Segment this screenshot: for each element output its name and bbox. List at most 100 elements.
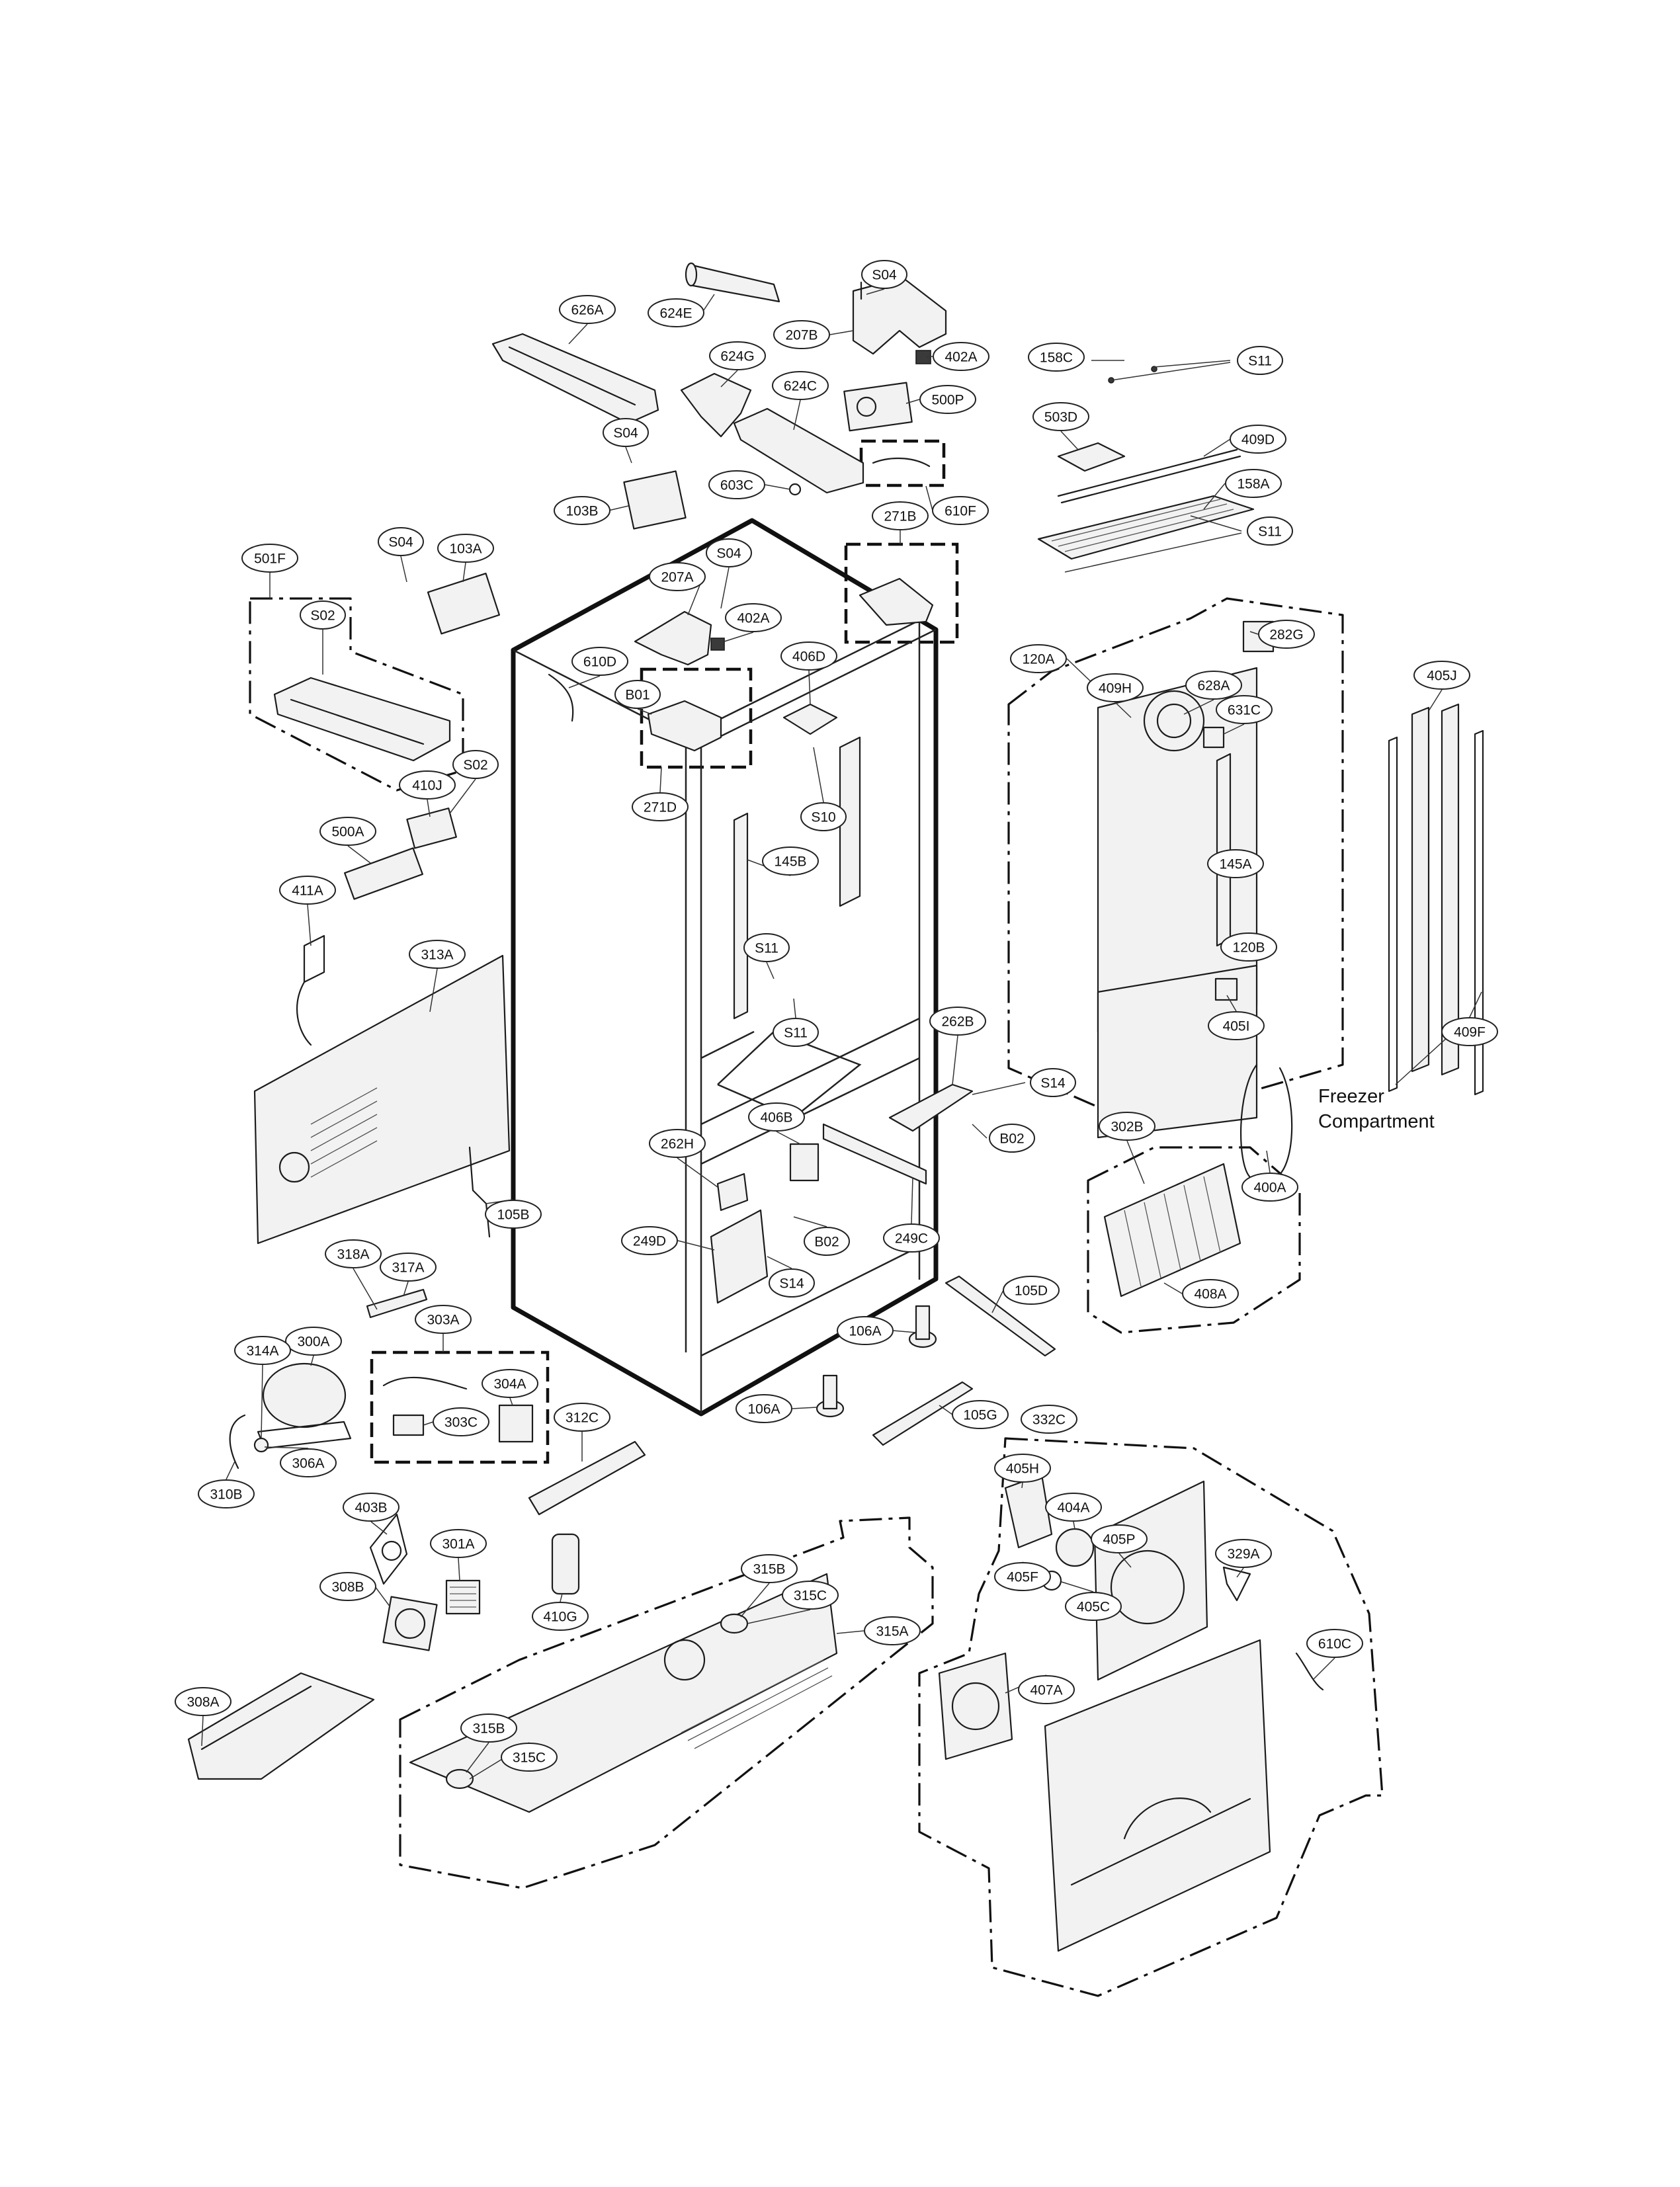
- callout-bubble: [952, 1400, 1009, 1429]
- callout-409d: 409D: [1230, 425, 1286, 454]
- callout-text: S04: [716, 546, 741, 561]
- callout-bubble: [800, 802, 847, 831]
- part-103a: [427, 572, 500, 635]
- callout-120b: 120B: [1220, 932, 1277, 962]
- callout-bubble: [748, 1102, 805, 1132]
- callout-bubble: [1099, 1112, 1155, 1141]
- callout-bubble: [1413, 661, 1470, 690]
- callout-text: 405F: [1007, 1570, 1038, 1585]
- callout-text: 105B: [497, 1208, 529, 1223]
- part-158a: [1037, 495, 1255, 560]
- callout-329a: 329A: [1215, 1539, 1272, 1568]
- callout-bubble: [1028, 343, 1085, 372]
- callout-text: 404A: [1057, 1501, 1089, 1516]
- callout-bubble: [614, 680, 661, 709]
- part-262h: [716, 1173, 749, 1212]
- callout-s11: S11: [743, 933, 790, 962]
- callout-bubble: [772, 371, 829, 400]
- callout-158a: 158A: [1225, 469, 1282, 498]
- callout-bubble: [883, 1223, 940, 1253]
- callout-text: 329A: [1227, 1547, 1259, 1562]
- part-313a: [253, 954, 511, 1245]
- callout-bubble: [1032, 402, 1089, 431]
- callout-bubble: [532, 1602, 589, 1631]
- callout-410j: 410J: [399, 770, 456, 800]
- callout-406b: 406B: [748, 1102, 805, 1132]
- callout-text: 304A: [493, 1377, 526, 1392]
- callout-bubble: [773, 320, 830, 349]
- part-624e: [688, 263, 780, 303]
- callout-text: S11: [784, 1026, 808, 1041]
- callout-bubble: [1237, 346, 1283, 375]
- parts: [187, 262, 1484, 1952]
- callout-158c: 158C: [1028, 343, 1085, 372]
- callout-s04: S04: [603, 418, 649, 447]
- caption-compartment: Compartment: [1318, 1111, 1435, 1132]
- callout-bubble: [554, 496, 610, 525]
- part-249d: [710, 1209, 769, 1304]
- part-500a: [344, 847, 423, 900]
- part-207a: [634, 610, 712, 666]
- callout-bubble: [933, 342, 989, 371]
- callout-text: 408A: [1194, 1287, 1226, 1302]
- callout-text: 315B: [753, 1562, 785, 1577]
- callout-306a: 306A: [280, 1448, 337, 1477]
- callout-402a: 402A: [725, 603, 782, 632]
- part-500p: [843, 382, 913, 432]
- callout-262h: 262H: [649, 1129, 706, 1158]
- group-315a: [399, 1516, 934, 1889]
- callout-315c: 315C: [782, 1581, 839, 1610]
- callout-bubble: [735, 1394, 792, 1423]
- callout-text: 407A: [1030, 1683, 1062, 1698]
- callout-249c: 249C: [883, 1223, 940, 1253]
- callout-b02: B02: [804, 1227, 850, 1256]
- group-303a: [370, 1350, 550, 1464]
- callout-bubble: [773, 1018, 819, 1047]
- callout-text: 120A: [1022, 652, 1054, 667]
- callout-bubble: [1185, 671, 1242, 700]
- callout-bubble: [1306, 1629, 1363, 1658]
- part-501f: [273, 677, 451, 762]
- callout-text: 610D: [583, 655, 616, 670]
- callout-text: 120B: [1232, 940, 1265, 956]
- leader-lines: [201, 288, 1482, 1780]
- callout-145b: 145B: [762, 846, 819, 876]
- callout-bubble: [285, 1327, 342, 1356]
- callout-312c: 312C: [554, 1403, 610, 1432]
- callout-207a: 207A: [649, 562, 706, 591]
- callout-103a: 103A: [437, 534, 494, 563]
- part-403b: [369, 1513, 408, 1585]
- part-503d: [1057, 442, 1126, 472]
- part-626a: [491, 333, 659, 425]
- callout-bubble: [706, 538, 752, 567]
- callout-text: B01: [625, 688, 650, 703]
- callout-315b: 315B: [460, 1713, 517, 1743]
- callout-text: 249D: [633, 1234, 666, 1249]
- callout-bubble: [1258, 620, 1315, 649]
- callout-text: 207B: [785, 328, 818, 343]
- callout-bubble: [1208, 1011, 1265, 1040]
- part-624c: [733, 407, 864, 494]
- group-501f: [249, 597, 464, 792]
- callout-405p: 405P: [1091, 1524, 1148, 1553]
- callout-bubble: [279, 876, 336, 905]
- callout-bubble: [241, 544, 298, 573]
- callout-text: 262B: [941, 1014, 974, 1030]
- callout-bubble: [325, 1239, 382, 1268]
- callout-bubble: [994, 1562, 1051, 1591]
- part-249c: [822, 1123, 927, 1185]
- part-306a: [253, 1437, 269, 1453]
- callout-bubble: [1230, 425, 1286, 454]
- callout-282g: 282G: [1258, 620, 1315, 649]
- callout-s04: S04: [378, 527, 424, 556]
- callout-text: 302B: [1111, 1120, 1143, 1135]
- part-308b: [382, 1596, 438, 1651]
- callout-text: 315B: [472, 1721, 505, 1737]
- callout-text: 402A: [737, 611, 769, 626]
- callout-318a: 318A: [325, 1239, 382, 1268]
- callout-text: 106A: [849, 1324, 881, 1339]
- callout-300a: 300A: [285, 1327, 342, 1356]
- callout-text: S04: [872, 268, 897, 283]
- callout-s14: S14: [769, 1268, 815, 1298]
